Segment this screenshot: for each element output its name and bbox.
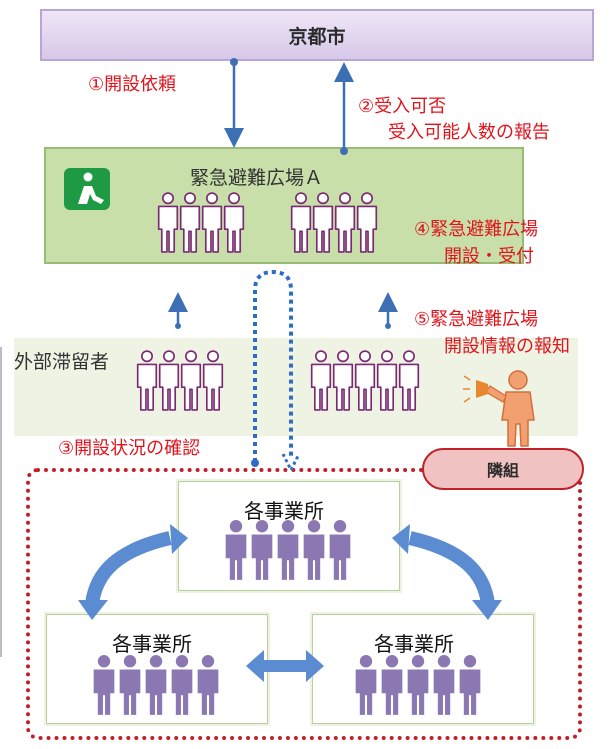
stranded-people-group-left <box>136 350 224 411</box>
step-1-request: ①開設依頼 <box>88 74 177 95</box>
kyoto-city-box: 京都市 <box>40 9 594 61</box>
stranded-people-group-right <box>310 350 420 411</box>
office-people-top <box>225 520 351 580</box>
office-link-arrow-bottom <box>246 650 324 682</box>
office-people-right <box>355 655 481 715</box>
step-2-reply-line2: 受入可能人数の報告 <box>388 122 550 143</box>
step-4-open-line1: ④緊急避難広場 <box>414 219 539 240</box>
stranded-persons-label: 外部滞留者 <box>14 351 110 373</box>
step-4-open-line2: 開設・受付 <box>444 246 534 267</box>
step-3-check: ③開設状況の確認 <box>58 438 201 459</box>
plaza-people-group-left <box>157 192 245 253</box>
emergency-plaza-box <box>44 147 524 264</box>
office-label-left: 各事業所 <box>112 632 192 656</box>
office-link-arrow-right <box>392 524 502 620</box>
request-arrow-down <box>224 58 244 148</box>
step-5-notify-line1: ⑤緊急避難広場 <box>414 309 539 330</box>
neighborhood-group-label: 隣組 <box>486 461 519 480</box>
move-up-arrow-right <box>378 292 398 329</box>
neighborhood-group-badge: 隣組 <box>422 448 584 490</box>
city-label: 京都市 <box>288 25 346 48</box>
office-label-top: 各事業所 <box>244 499 324 523</box>
office-link-arrow-left <box>78 524 188 620</box>
move-up-arrow-left <box>168 292 188 329</box>
step-5-notify-line2: 開設情報の報知 <box>444 336 570 357</box>
office-label-right: 各事業所 <box>374 632 454 656</box>
business-area-boundary <box>26 468 582 740</box>
status-check-dotted-arrow <box>251 269 301 474</box>
step-2-reply-line1: ②受入可否 <box>358 96 447 117</box>
office-people-left <box>93 655 219 715</box>
plaza-title: 緊急避難広場Ａ <box>190 167 324 189</box>
left-frame-line <box>0 347 8 657</box>
plaza-people-group-right <box>290 192 378 253</box>
office-box-left <box>46 614 268 724</box>
reply-arrow-up <box>334 62 354 155</box>
evacuation-person-icon <box>64 168 110 210</box>
megaphone-person-icon <box>463 370 535 447</box>
